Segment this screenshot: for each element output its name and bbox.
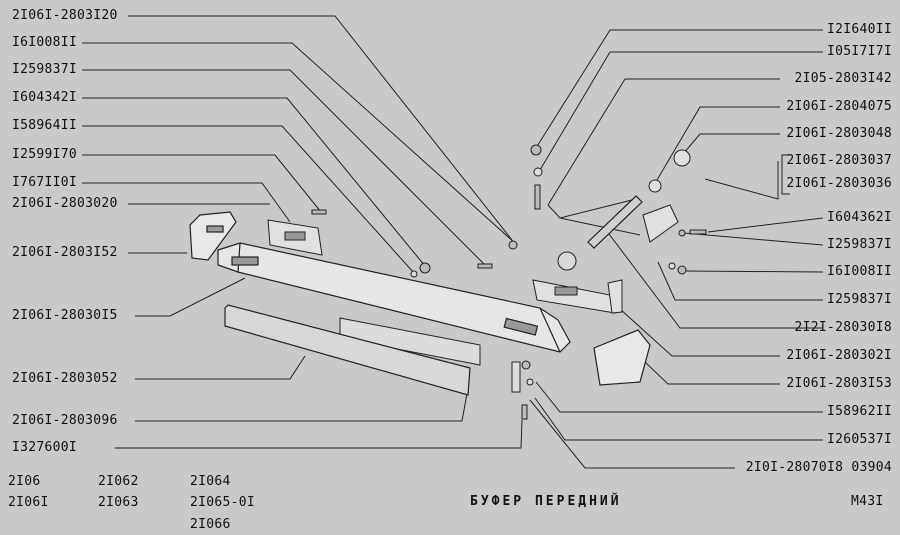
leader-line: [683, 232, 824, 246]
leader-line: [135, 355, 306, 380]
left-end-cap: [189, 211, 237, 261]
part-label: I604342I: [12, 90, 78, 105]
left-bracket: [267, 219, 323, 256]
part-label: 2I06I-280302I: [786, 348, 892, 363]
part-label: I327600I: [12, 440, 78, 455]
model-code: 2I065-0I: [190, 495, 256, 510]
part-label: I58964II: [12, 118, 78, 133]
leader-line: [82, 125, 415, 274]
part-label: 2I06I-2803I53: [786, 376, 892, 391]
leader-line: [657, 261, 823, 301]
leader-line: [135, 277, 246, 317]
part-label: 2I06I-2803I52: [12, 245, 118, 260]
leader-line: [535, 29, 823, 149]
part-label: 2I06I-2803096: [12, 413, 118, 428]
part-label: 2I06I-2803036: [786, 176, 892, 191]
part-label: 2I06I-2803020: [12, 196, 118, 211]
part-label: I6I008II: [12, 35, 78, 50]
leader-line: [677, 133, 780, 161]
model-code: 2I063: [98, 495, 139, 510]
leader-line: [115, 419, 523, 449]
part-label: I260537I: [826, 432, 892, 447]
leader-line: [609, 299, 780, 357]
leader-line: [534, 397, 823, 441]
model-code: 2I066: [190, 517, 231, 532]
leader-line: [605, 229, 823, 329]
leader-line: [707, 217, 824, 233]
model-code: 2I06I: [8, 495, 49, 510]
leader-line: [82, 182, 291, 223]
part-label: I259837I: [826, 292, 892, 307]
leader-line: [82, 97, 426, 267]
leader-line: [539, 51, 823, 171]
rubber-strip: [224, 304, 471, 396]
part-label: I604362I: [826, 210, 892, 225]
part-label: I2I640II: [826, 22, 892, 37]
leader-line: [535, 381, 823, 413]
leader-line: [644, 361, 780, 385]
part-label: 2I06I-2803052: [12, 371, 118, 386]
model-code: 2I062: [98, 474, 139, 489]
part-label: I767II0I: [12, 175, 78, 190]
bumper-bar: [217, 242, 571, 353]
right-end-cap: [593, 329, 651, 386]
leader-line: [683, 270, 824, 273]
part-label: 2I0I-28070I8 03904: [745, 460, 892, 475]
part-label: 2I05-2803I42: [794, 71, 892, 86]
model-code: 2I06: [8, 474, 41, 489]
leader-line: [704, 161, 779, 200]
part-label: 2I06I-2803I20: [12, 8, 118, 23]
part-label: 2I06I-28030I5: [12, 308, 118, 323]
leader-line: [128, 15, 513, 241]
part-label: 2I06I-2804075: [786, 99, 892, 114]
model-code: 2I064: [190, 474, 231, 489]
part-label: 2I06I-2803048: [786, 126, 892, 141]
leader-line: [529, 399, 735, 469]
leader-line: [82, 69, 487, 267]
leader-line: [135, 387, 469, 422]
right-bracket: [532, 279, 623, 314]
bumper-mount-plate: [339, 317, 481, 366]
leader-line: [656, 106, 780, 181]
fasteners: [311, 144, 707, 420]
support-bracket: [642, 204, 679, 243]
mount-rod: [587, 195, 643, 249]
part-label: I2599I70: [12, 147, 78, 162]
leader-line: [82, 42, 517, 245]
sheet-code: М43I: [851, 494, 884, 509]
part-label: I259837I: [826, 237, 892, 252]
part-label: 2I06I-2803037: [786, 153, 892, 168]
part-label: I6I008II: [826, 264, 892, 279]
part-label: I58962II: [826, 404, 892, 419]
part-label: 2I2I-28030I8: [794, 320, 892, 335]
leader-line: [82, 154, 322, 213]
leader-line: [559, 217, 641, 236]
part-label: I259837I: [12, 62, 78, 77]
diagram-title: БУФЕР ПЕРЕДНИЙ: [470, 494, 622, 509]
leader-line: [547, 78, 780, 206]
part-label: I05I7I7I: [826, 44, 892, 59]
